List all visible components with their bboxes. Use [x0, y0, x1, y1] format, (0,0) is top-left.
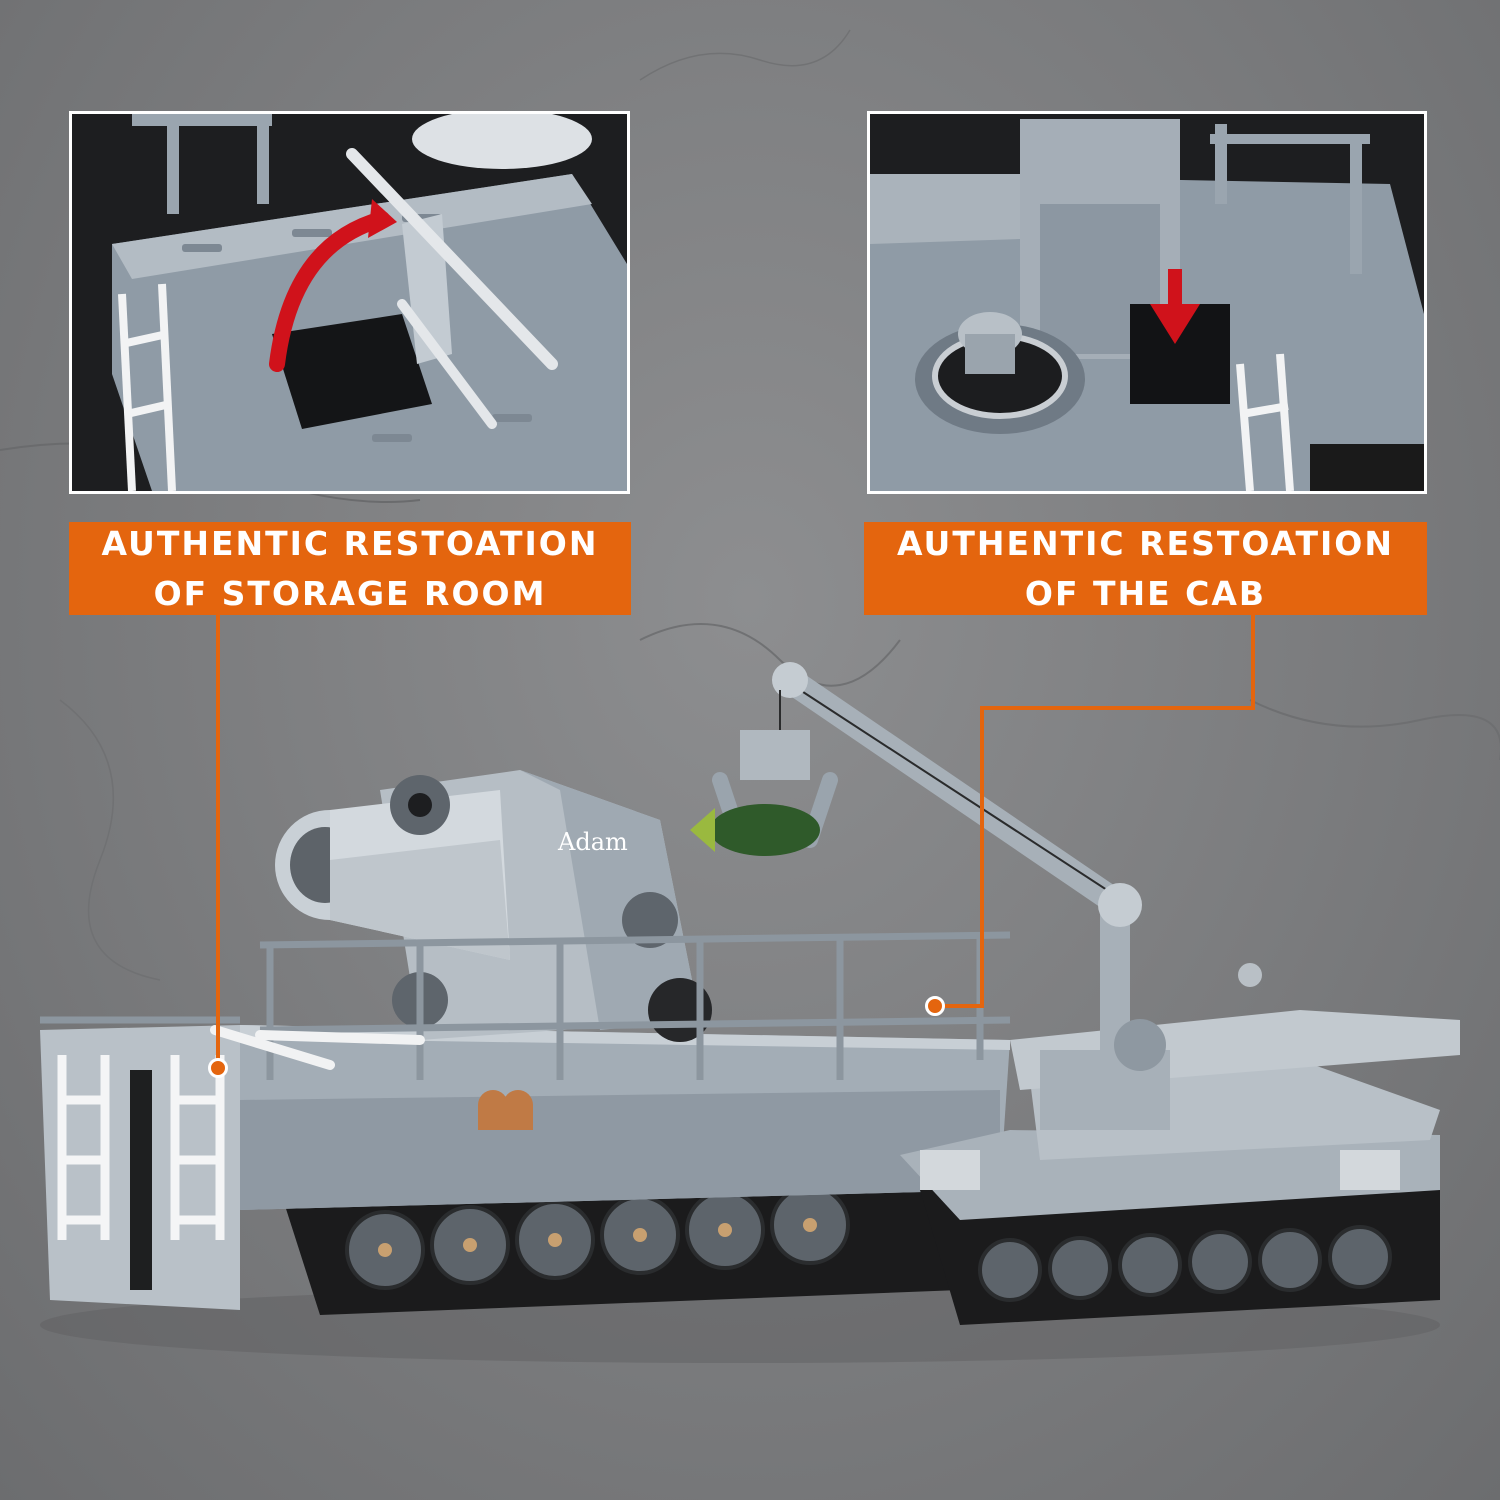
storage-callout-line2: OF STORAGE ROOM	[153, 573, 547, 613]
cab-detail-photo	[867, 111, 1427, 494]
crane-grabber	[690, 730, 838, 856]
curved-arrow-icon	[269, 199, 397, 372]
cab-callout-line2: OF THE CAB	[1024, 573, 1267, 613]
cab-leader-drop	[980, 706, 984, 1008]
cab-leader-dot	[925, 996, 945, 1016]
cab-leader-tail	[938, 1004, 984, 1008]
crane-arm	[772, 662, 1166, 1071]
storage-leader-dot	[208, 1058, 228, 1078]
shell-icon	[690, 804, 820, 856]
storage-callout-line1: AUTHENTIC RESTOATION	[101, 523, 599, 563]
deck-rods	[210, 1025, 425, 1070]
rear-ladders	[57, 1055, 225, 1240]
storage-room-callout: AUTHENTIC RESTOATION OF STORAGE ROOM	[69, 522, 631, 615]
storage-shells	[478, 1090, 533, 1130]
mortar-gun: Adam	[275, 770, 712, 1042]
storage-room-detail-photo	[69, 111, 630, 494]
cab-callout: AUTHENTIC RESTOATION OF THE CAB	[864, 522, 1427, 615]
cab-callout-line1: AUTHENTIC RESTOATION	[897, 523, 1394, 563]
deck-railing	[40, 931, 1011, 1080]
storage-leader-line	[216, 615, 220, 1067]
down-arrow-icon	[1150, 269, 1200, 344]
cab-leader-vertical	[1251, 615, 1255, 709]
cab-leader-horizontal	[980, 706, 1255, 710]
gun-name-label: Adam	[557, 828, 628, 856]
